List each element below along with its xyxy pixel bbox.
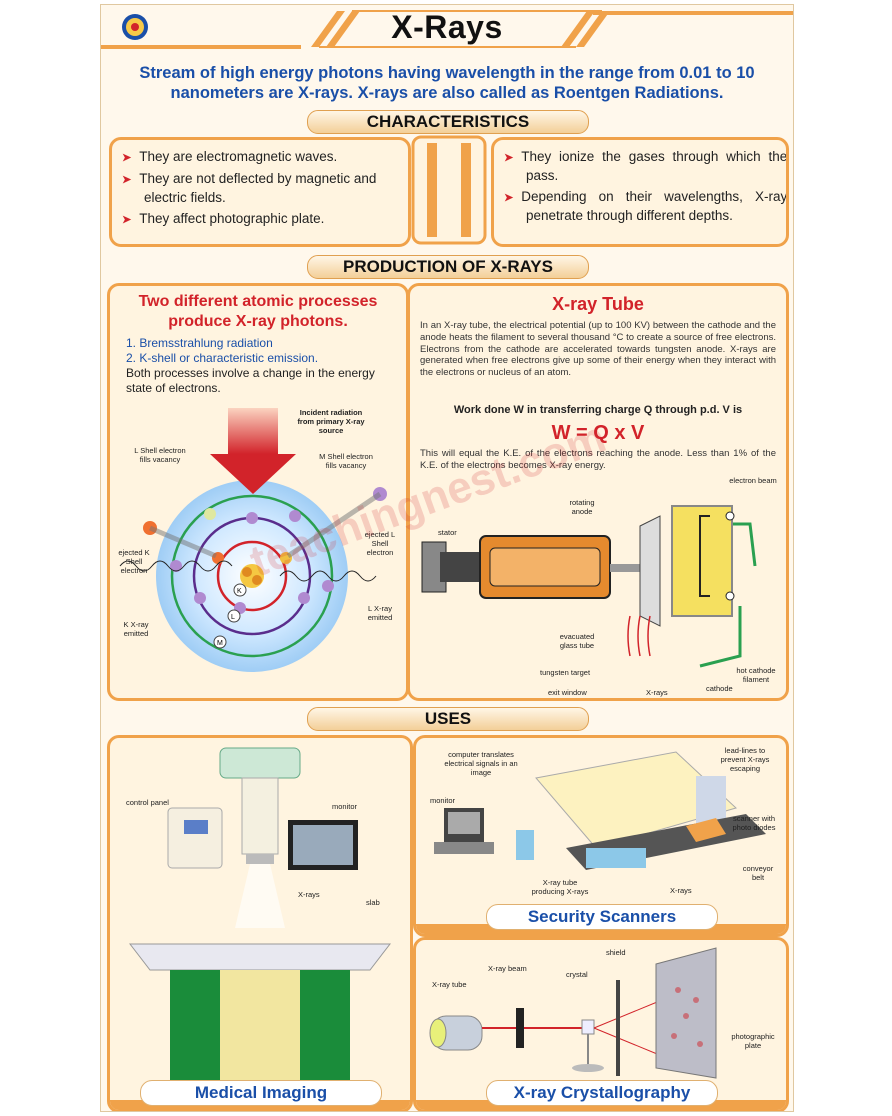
char-item-2: ➤They are not deflected by magnetic and … (122, 171, 377, 205)
poster: X-Rays Stream of high energy photons hav… (100, 4, 794, 1112)
header-decoration (101, 10, 793, 49)
l-shell-label: L Shell electron fills vacancy (134, 446, 186, 464)
characteristics-left-panel: ➤They are electromagnetic waves. ➤They a… (109, 137, 411, 247)
l-label: L (231, 614, 235, 621)
ejected-k-label: ejected K Shell electron (118, 548, 150, 575)
stator-label: stator (438, 528, 457, 537)
shield-label: shield (606, 948, 626, 957)
security-scanner-panel: computer translates electrical signals i… (413, 735, 789, 937)
lead-lines-label: lead-lines to prevent X-rays escaping (720, 746, 770, 773)
control-panel-label: control panel (126, 798, 169, 807)
header: X-Rays (101, 5, 793, 53)
medical-imaging-diagram (128, 747, 392, 1080)
uses-heading: USES (307, 707, 589, 731)
security-scanner-diagram (434, 751, 766, 870)
crystallography-diagram (429, 947, 717, 1079)
rotating-anode-label: rotating anode (569, 498, 595, 516)
characteristics-divider (411, 135, 487, 245)
char-item-1: ➤They are electromagnetic waves. (122, 149, 338, 164)
page-title: X-Rays (391, 9, 503, 45)
medical-imaging-panel: control panel monitor X-rays slab Medica… (107, 735, 413, 1111)
atomic-title: Two different atomic processes produce X… (138, 293, 378, 330)
evacuated-label: evacuated glass tube (559, 632, 595, 650)
tungsten-label: tungsten target (540, 668, 591, 677)
intro-text: Stream of high energy photons having wav… (139, 64, 755, 102)
computer-label: computer translates electrical signals i… (444, 750, 518, 777)
beam-label: X-ray beam (488, 964, 527, 973)
tube-title: X-ray Tube (552, 294, 644, 314)
conveyor-label: conveyor belt (742, 864, 774, 882)
tube-text: In an X-ray tube, the electrical potenti… (420, 320, 776, 379)
atomic-process-panel: Two different atomic processes produce X… (107, 283, 409, 701)
characteristics-heading: CHARACTERISTICS (307, 110, 589, 134)
atomic-note: Both processes involve a change in the e… (126, 366, 375, 395)
incident-label: Incident radiation from primary X-ray so… (297, 408, 365, 435)
med-xrays-label: X-rays (298, 890, 320, 899)
crystallography-panel: X-ray tube X-ray beam crystal shield pho… (413, 937, 789, 1111)
xray-tube-diagram (421, 505, 757, 668)
hot-cathode-label: hot cathode filament (736, 666, 776, 684)
production-heading: PRODUCTION OF X-RAYS (307, 255, 589, 279)
security-tube-label: X-ray tube producing X-rays (531, 878, 589, 896)
char-item-5: ➤Depending on their wavelengths, X-rays … (504, 189, 789, 223)
char-item-3: ➤They affect photographic plate. (122, 211, 325, 226)
k-label: K (237, 588, 242, 595)
electron-beam-label: electron beam (729, 476, 777, 485)
monitor-label: monitor (332, 802, 358, 811)
security-scanners-title: Security Scanners (486, 904, 718, 930)
xrays-label: X-rays (646, 688, 668, 697)
l-xray-label: L X-ray emitted (367, 604, 393, 622)
work-done-text: Work done W in transferring charge Q thr… (453, 404, 743, 416)
atomic-item-1: 1. Bremsstrahlung radiation (126, 336, 273, 350)
xray-tube-panel: X-ray Tube In an X-ray tube, the electri… (407, 283, 789, 701)
slab-label: slab (366, 898, 380, 907)
security-monitor-label: monitor (430, 796, 456, 805)
scanner-label: scanner with photo diodes (732, 814, 776, 832)
tube-text-2: This will equal the K.E. of the electron… (420, 448, 776, 471)
crystal-label: crystal (566, 970, 588, 979)
formula: W = Q x V (551, 422, 645, 444)
atom-diagram: K L M (119, 408, 387, 672)
emblem-icon (122, 14, 148, 40)
medical-imaging-title: Medical Imaging (140, 1080, 382, 1106)
plate-label: photographic plate (731, 1032, 775, 1050)
m-label: M (217, 640, 223, 647)
m-shell-label: M Shell electron fills vacancy (319, 452, 373, 470)
k-xray-label: K X-ray emitted (123, 620, 149, 638)
char-item-4: ➤They ionize the gases through which the… (504, 149, 789, 183)
cryst-tube-label: X-ray tube (432, 980, 467, 989)
security-xrays-label: X-rays (670, 886, 692, 895)
cathode-label: cathode (706, 684, 733, 693)
ejected-l-label: ejected L Shell electron (364, 530, 396, 557)
characteristics-right-panel: ➤They ionize the gases through which the… (491, 137, 789, 247)
crystallography-title: X-ray Crystallography (486, 1080, 718, 1106)
atomic-item-2: 2. K-shell or characteristic emission. (126, 351, 319, 365)
exit-window-label: exit window (548, 688, 587, 697)
